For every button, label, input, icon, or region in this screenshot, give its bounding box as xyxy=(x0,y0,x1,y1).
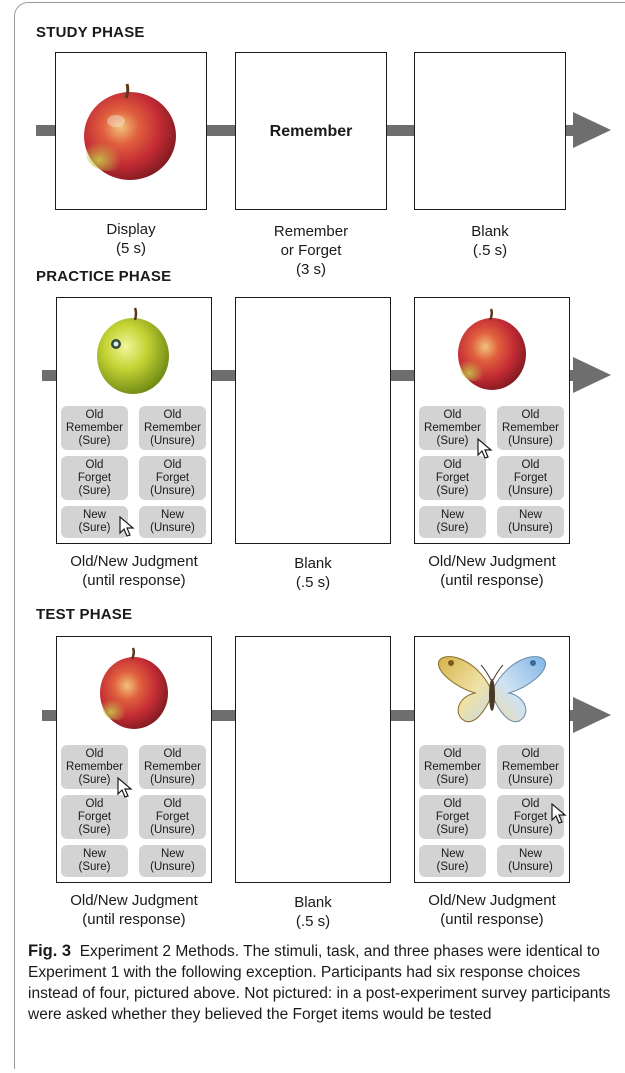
option-new-sure[interactable]: New (Sure) xyxy=(419,845,486,877)
remember-cue-text: Remember xyxy=(269,123,353,140)
study-caption-remember: Remember or Forget (3 s) xyxy=(273,223,349,278)
timeline-track xyxy=(211,710,236,721)
practice-caption-1: Old/New Judgment (until response) xyxy=(70,553,198,589)
study-blank-panel xyxy=(414,52,566,210)
timeline-track xyxy=(564,125,576,136)
arrowhead-icon xyxy=(573,357,611,393)
timeline-track xyxy=(567,370,577,381)
option-new-unsure[interactable]: New (Unsure) xyxy=(497,506,564,538)
timeline-track xyxy=(211,370,236,381)
option-old-remember-unsure[interactable]: Old Remember (Unsure) xyxy=(497,406,564,450)
study-caption-display: Display (5 s) xyxy=(106,221,156,257)
mouse-pointer-icon xyxy=(117,777,133,798)
option-new-unsure[interactable]: New (Unsure) xyxy=(497,845,564,877)
timeline-track xyxy=(42,710,57,721)
practice-caption-3: Old/New Judgment (until response) xyxy=(428,553,556,589)
red-apple-image xyxy=(84,83,176,180)
mouse-pointer-icon xyxy=(119,516,135,537)
timeline-track xyxy=(385,125,415,136)
arrowhead-icon xyxy=(573,697,611,733)
option-old-remember-sure[interactable]: Old Remember (Sure) xyxy=(419,406,486,450)
option-old-forget-sure[interactable]: Old Forget (Sure) xyxy=(61,795,128,839)
option-new-unsure[interactable]: New (Unsure) xyxy=(139,506,206,538)
test-caption-1: Old/New Judgment (until response) xyxy=(70,892,198,928)
study-phase-label: STUDY PHASE xyxy=(36,24,145,41)
option-new-sure[interactable]: New (Sure) xyxy=(61,506,128,538)
figure-caption-text: Experiment 2 Methods. The stimuli, task,… xyxy=(28,943,611,1023)
timeline-track xyxy=(36,125,56,136)
option-old-remember-sure[interactable]: Old Remember (Sure) xyxy=(419,745,486,789)
timeline-track xyxy=(567,710,577,721)
option-old-forget-unsure[interactable]: Old Forget (Unsure) xyxy=(497,456,564,500)
test-blank-panel xyxy=(235,636,391,883)
red-apple-image xyxy=(100,647,168,729)
option-old-remember-sure[interactable]: Old Remember (Sure) xyxy=(61,406,128,450)
mouse-pointer-icon xyxy=(551,803,567,824)
option-old-forget-unsure[interactable]: Old Forget (Unsure) xyxy=(139,795,206,839)
arrowhead-icon xyxy=(573,112,611,148)
practice-caption-2: Blank (.5 s) xyxy=(294,555,332,591)
figure-label: Fig. 3 xyxy=(28,942,72,960)
red-apple-image xyxy=(458,308,526,390)
figure-frame xyxy=(14,2,625,1069)
option-old-remember-sure[interactable]: Old Remember (Sure) xyxy=(61,745,128,789)
butterfly-image xyxy=(438,656,546,723)
test-caption-2: Blank (.5 s) xyxy=(294,894,332,930)
option-old-forget-unsure[interactable]: Old Forget (Unsure) xyxy=(139,456,206,500)
timeline-track xyxy=(42,370,57,381)
practice-phase-label: PRACTICE PHASE xyxy=(36,268,172,285)
practice-judgment-panel-2: Old Remember (Sure) Old Remember (Unsure… xyxy=(414,297,570,544)
option-old-remember-unsure[interactable]: Old Remember (Unsure) xyxy=(139,406,206,450)
timeline-track xyxy=(390,710,415,721)
study-caption-blank: Blank (.5 s) xyxy=(471,223,509,259)
practice-blank-panel xyxy=(235,297,391,544)
option-old-remember-unsure[interactable]: Old Remember (Unsure) xyxy=(139,745,206,789)
option-old-forget-sure[interactable]: Old Forget (Sure) xyxy=(61,456,128,500)
figure-caption: Fig. 3 Experiment 2 Methods. The stimuli… xyxy=(28,941,618,1025)
option-new-unsure[interactable]: New (Unsure) xyxy=(139,845,206,877)
option-old-remember-unsure[interactable]: Old Remember (Unsure) xyxy=(497,745,564,789)
study-remember-panel: Remember xyxy=(235,52,387,210)
timeline-track xyxy=(390,370,415,381)
timeline-track xyxy=(206,125,236,136)
option-new-sure[interactable]: New (Sure) xyxy=(61,845,128,877)
practice-judgment-panel-1: Old Remember (Sure) Old Remember (Unsure… xyxy=(56,297,212,544)
test-caption-3: Old/New Judgment (until response) xyxy=(428,892,556,928)
mouse-pointer-icon xyxy=(477,438,493,459)
test-phase-label: TEST PHASE xyxy=(36,606,133,623)
study-display-panel xyxy=(55,52,207,210)
green-apple-image xyxy=(97,307,169,394)
test-judgment-panel-1: Old Remember (Sure) Old Remember (Unsure… xyxy=(56,636,212,883)
option-new-sure[interactable]: New (Sure) xyxy=(419,506,486,538)
option-old-forget-sure[interactable]: Old Forget (Sure) xyxy=(419,795,486,839)
option-old-forget-sure[interactable]: Old Forget (Sure) xyxy=(419,456,486,500)
test-judgment-panel-2: Old Remember (Sure) Old Remember (Unsure… xyxy=(414,636,570,883)
